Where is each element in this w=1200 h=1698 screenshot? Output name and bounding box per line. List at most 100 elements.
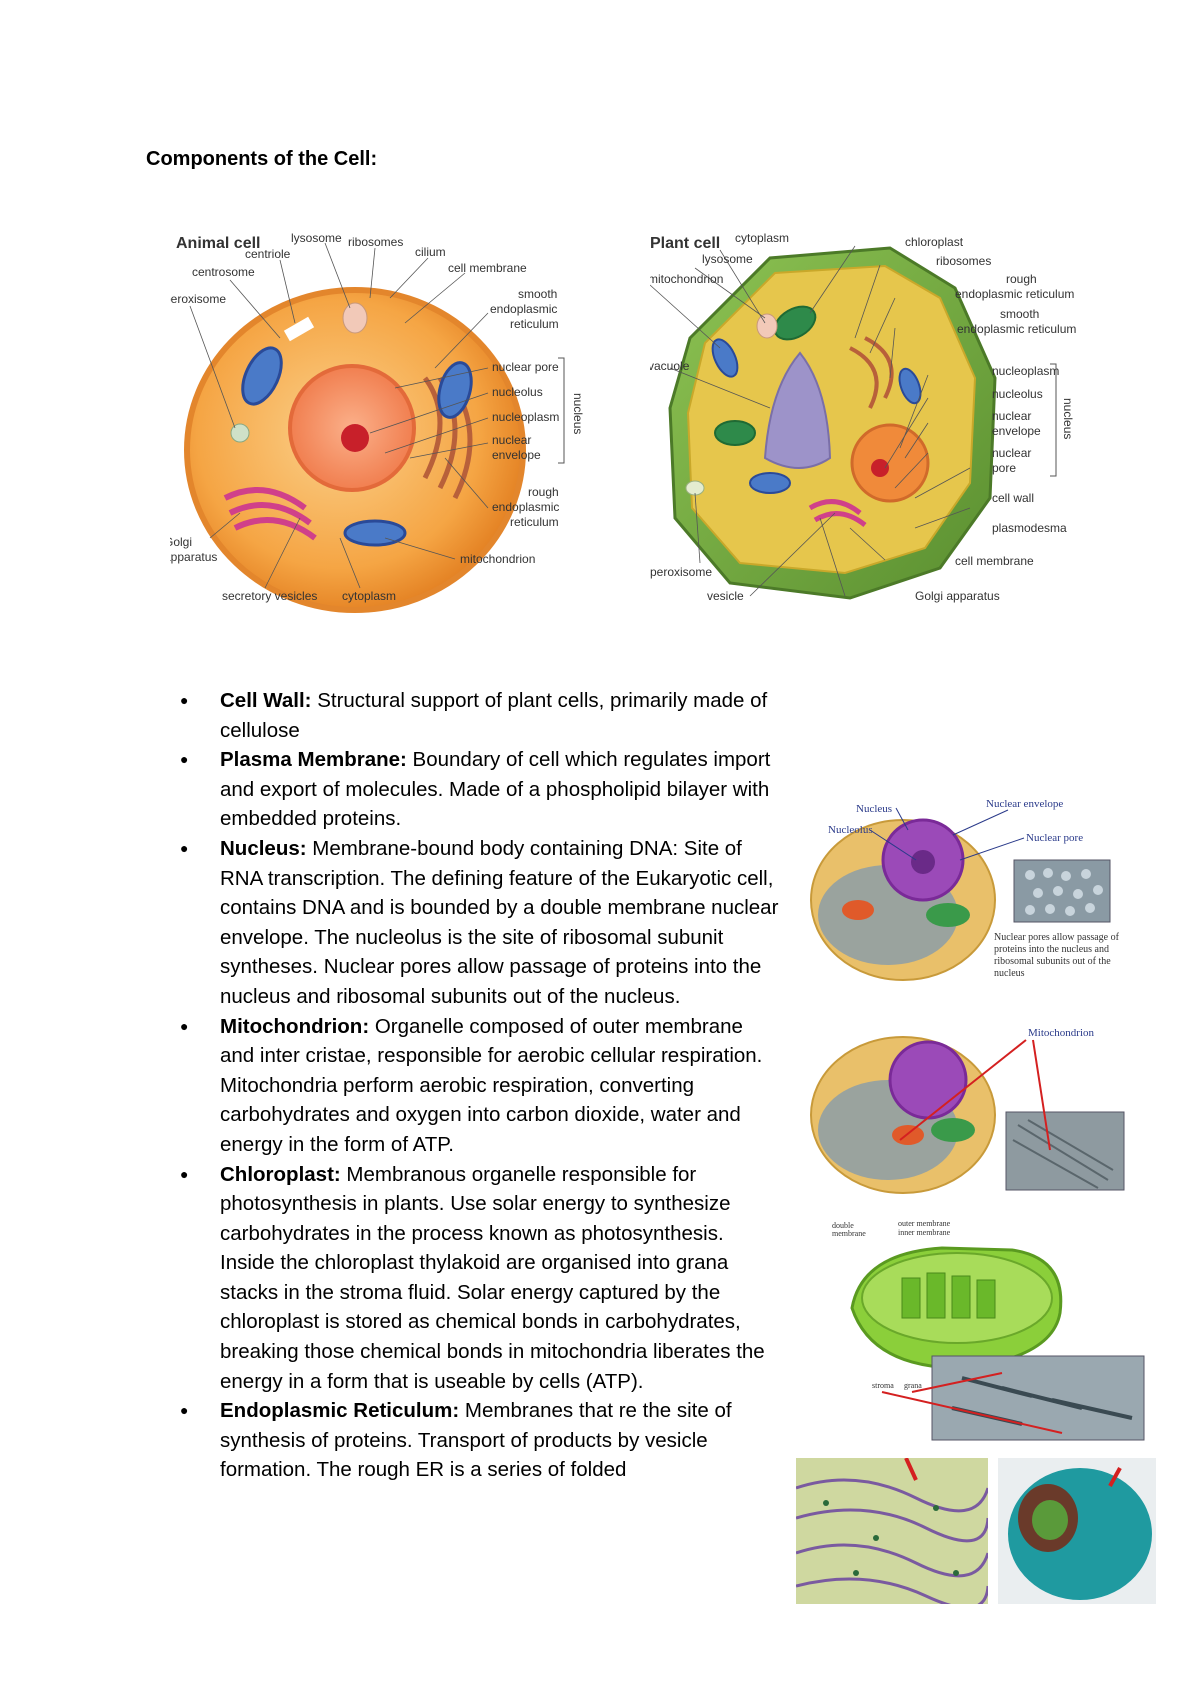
plant-label-lysosome: lysosome	[702, 252, 753, 266]
animal-peroxisome	[230, 423, 250, 443]
plant-label-rough-er-1: rough	[1006, 272, 1037, 286]
mitochondrion-figure: Mitochondrion	[810, 1027, 1125, 1194]
plant-chloroplast-1	[773, 305, 817, 341]
nucleolus-label: Nucleolus	[828, 824, 873, 836]
nucleus-label: Nucleus	[856, 803, 892, 815]
plant-golgi	[808, 499, 867, 527]
plant-label-cytoplasm: cytoplasm	[735, 231, 789, 245]
plant-vacuole	[763, 351, 832, 469]
chloroplast-figure: double membrane outer membrane inner mem…	[832, 1219, 1145, 1441]
plant-chloroplast-2	[714, 420, 756, 446]
nucleus-caption-1: Nuclear pores allow passage of	[994, 932, 1120, 943]
animal-cell-diagram: Animal cell lysosome ribosomes centriole…	[170, 231, 585, 613]
animal-mito-2	[437, 361, 473, 419]
item-term: Mitochondrion:	[220, 1014, 370, 1038]
item-term: Endoplasmic Reticulum:	[220, 1399, 460, 1423]
plant-cell-title: Plant cell	[650, 235, 720, 252]
list-item: Endoplasmic Reticulum: Membranes that re…	[180, 1396, 780, 1485]
animal-label-golgi-2: apparatus	[170, 550, 217, 564]
item-description: Membranes that re the site of synthesis …	[220, 1399, 732, 1482]
animal-mito-1	[241, 346, 283, 406]
item-description: Membranous organelle responsible for pho…	[220, 1162, 765, 1393]
animal-label-ribosomes: ribosomes	[348, 235, 403, 249]
animal-label-nuclear-pore: nuclear pore	[492, 360, 559, 374]
plant-label-smooth-er-1: smooth	[1000, 307, 1039, 321]
animal-label-lysosome: lysosome	[291, 231, 342, 245]
plant-cell-diagram: Plant cell cytoplasm chloroplast lysosom…	[650, 231, 1076, 603]
plant-nucleus	[850, 423, 930, 503]
cell-micrograph	[998, 1458, 1156, 1604]
animal-label-smooth-er-2: endoplasmic	[490, 302, 557, 316]
plant-label-rough-er-2: endoplasmic reticulum	[955, 287, 1074, 301]
animal-cell-title: Animal cell	[176, 235, 260, 252]
animal-label-golgi-1: Golgi	[170, 535, 192, 549]
animal-label-rough-er-3: reticulum	[510, 515, 559, 529]
plant-mito-2	[749, 472, 791, 494]
plant-mito-3	[898, 367, 922, 405]
animal-nucleolus	[341, 424, 369, 452]
animal-label-cilium: cilium	[415, 245, 446, 259]
plant-label-vacuole: vacuole	[650, 359, 690, 373]
list-item: Chloroplast: Membranous organelle respon…	[180, 1160, 780, 1397]
plant-label-ribosomes: ribosomes	[936, 254, 991, 268]
list-item: Plasma Membrane: Boundary of cell which …	[180, 745, 780, 834]
item-term: Nucleus:	[220, 836, 307, 860]
plant-peroxisome	[685, 480, 705, 496]
plant-label-nuclear-pore-2: pore	[992, 461, 1016, 475]
list-item: Cell Wall: Structural support of plant c…	[180, 686, 780, 745]
animal-label-nucleus: nucleus	[571, 393, 585, 434]
mitochondrion-label: Mitochondrion	[1028, 1027, 1094, 1039]
er-micrograph	[796, 1458, 988, 1604]
item-description: Boundary of cell which regulates import …	[220, 748, 771, 831]
plant-label-golgi: Golgi apparatus	[915, 589, 1000, 603]
list-item: Mitochondrion: Organelle composed of out…	[180, 1012, 780, 1160]
nucleus-figure: Nucleus Nucleolus Nuclear envelope Nucle…	[810, 798, 1120, 981]
chloroplast-label-inner: inner membrane	[898, 1228, 951, 1237]
plant-label-nuclear-pore-1: nuclear	[992, 446, 1031, 460]
animal-lysosome	[342, 302, 368, 334]
item-description: Membrane-bound body containing DNA: Site…	[220, 836, 779, 1008]
animal-label-smooth-er-3: reticulum	[510, 317, 559, 331]
plant-label-vesicle: vesicle	[707, 589, 744, 603]
plant-label-peroxisome: peroxisome	[650, 565, 712, 579]
plant-er	[849, 336, 894, 409]
plant-label-smooth-er-2: endoplasmic reticulum	[957, 322, 1076, 336]
list-item: Nucleus: Membrane-bound body containing …	[180, 834, 780, 1012]
plant-label-nucleus: nucleus	[1061, 398, 1075, 439]
animal-label-smooth-er-1: smooth	[518, 287, 557, 301]
nucleus-caption-2: proteins into the nucleus and	[994, 944, 1109, 955]
plant-label-nucleolus: nucleolus	[992, 387, 1043, 401]
plant-nucleolus	[871, 459, 889, 477]
plant-label-mitochondrion: mitochondrion	[650, 272, 723, 286]
item-description: Structural support of plant cells, prima…	[220, 689, 768, 742]
animal-golgi	[223, 487, 317, 541]
animal-label-centriole: centriole	[245, 247, 291, 261]
page-title: Components of the Cell:	[146, 148, 378, 170]
chloroplast-label-double-1: double	[832, 1221, 854, 1230]
animal-label-nuclear-envelope-1: nuclear	[492, 433, 531, 447]
animal-label-cytoplasm: cytoplasm	[342, 589, 396, 603]
animal-centriole	[283, 316, 315, 342]
chloroplast-label-stroma: stroma	[872, 1381, 894, 1390]
plant-label-cell-wall: cell wall	[992, 491, 1034, 505]
item-term: Chloroplast:	[220, 1162, 341, 1186]
item-term: Plasma Membrane:	[220, 748, 407, 772]
nuclear-envelope-label: Nuclear envelope	[986, 798, 1063, 810]
nuclear-pore-label: Nuclear pore	[1026, 832, 1083, 844]
plant-label-nuclear-envelope-2: envelope	[992, 424, 1041, 438]
plant-label-plasmodesma: plasmodesma	[992, 521, 1067, 535]
chloroplast-label-outer: outer membrane	[898, 1219, 951, 1228]
animal-label-rough-er-2: endoplasmic	[492, 500, 559, 514]
animal-label-nucleolus: nucleolus	[492, 385, 543, 399]
chloroplast-label-double-2: membrane	[832, 1229, 866, 1238]
item-description: Organelle composed of outer membrane and…	[220, 1014, 763, 1156]
animal-label-mitochondrion: mitochondrion	[460, 552, 535, 566]
plant-label-nuclear-envelope-1: nuclear	[992, 409, 1031, 423]
item-term: Cell Wall:	[220, 689, 312, 712]
animal-label-nucleoplasm: nucleoplasm	[492, 410, 559, 424]
animal-label-rough-er-1: rough	[528, 485, 559, 499]
animal-label-centrosome: centrosome	[192, 265, 255, 279]
plant-label-chloroplast: chloroplast	[905, 235, 964, 249]
animal-label-secretory-vesicles: secretory vesicles	[222, 589, 317, 603]
animal-label-peroxisome: peroxisome	[170, 292, 226, 306]
